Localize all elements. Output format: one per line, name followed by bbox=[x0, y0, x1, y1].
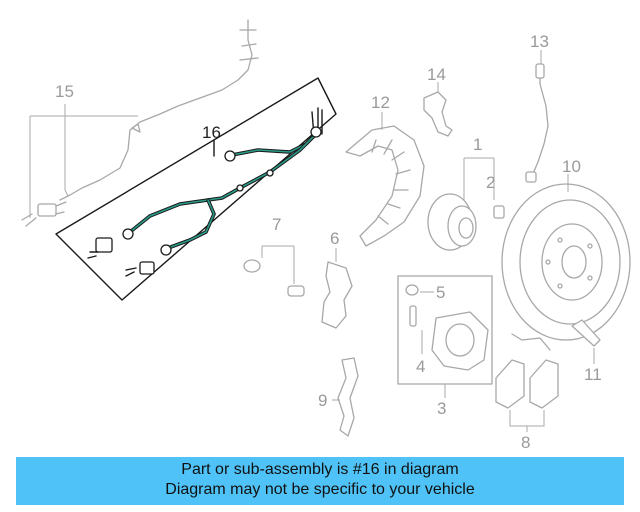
part-10-rotor bbox=[501, 183, 631, 341]
part-12-splash-shield bbox=[345, 125, 425, 247]
callout-10[interactable]: 10 bbox=[562, 157, 581, 176]
part-16-box bbox=[55, 77, 337, 301]
callout-9[interactable]: 9 bbox=[318, 391, 327, 410]
part-11-bolt bbox=[571, 319, 601, 347]
callout-2[interactable]: 2 bbox=[486, 173, 495, 192]
part-9-clip bbox=[337, 357, 359, 437]
callout-13[interactable]: 13 bbox=[530, 32, 549, 51]
callout-6[interactable]: 6 bbox=[330, 229, 339, 248]
part-2-bolt bbox=[493, 205, 505, 219]
callout-3[interactable]: 3 bbox=[437, 399, 446, 418]
part-15-harness bbox=[21, 19, 259, 227]
callout-14[interactable]: 14 bbox=[427, 65, 446, 84]
leader-1 bbox=[463, 157, 495, 200]
banner-line-2: Diagram may not be specific to your vehi… bbox=[165, 481, 475, 498]
part-16-harness[interactable] bbox=[87, 107, 323, 277]
callout-7[interactable]: 7 bbox=[272, 215, 281, 234]
part-7-pins bbox=[243, 259, 305, 297]
callout-5[interactable]: 5 bbox=[436, 283, 445, 302]
leader-15 bbox=[29, 104, 138, 218]
banner-line-1: Part or sub-assembly is #16 in diagram bbox=[181, 461, 459, 478]
part-1-hub bbox=[427, 193, 477, 251]
part-3-caliper bbox=[405, 284, 489, 371]
part-6-bracket bbox=[321, 261, 353, 329]
callout-12[interactable]: 12 bbox=[371, 93, 390, 112]
callout-8[interactable]: 8 bbox=[521, 433, 530, 452]
info-banner: Part or sub-assembly is #16 in diagram D… bbox=[16, 457, 624, 505]
parts-diagram: 15 16 12 14 bbox=[21, 19, 631, 452]
part-14-sensor bbox=[423, 91, 453, 137]
leader-8 bbox=[509, 410, 545, 432]
part-13-wear-sensor bbox=[525, 63, 549, 183]
callout-4[interactable]: 4 bbox=[416, 357, 425, 376]
callout-16[interactable]: 16 bbox=[202, 123, 221, 142]
callout-15[interactable]: 15 bbox=[55, 82, 74, 101]
leader-7 bbox=[261, 245, 295, 284]
part-8-pads bbox=[495, 333, 559, 409]
callout-11[interactable]: 11 bbox=[584, 365, 602, 384]
callout-1[interactable]: 1 bbox=[473, 135, 482, 154]
